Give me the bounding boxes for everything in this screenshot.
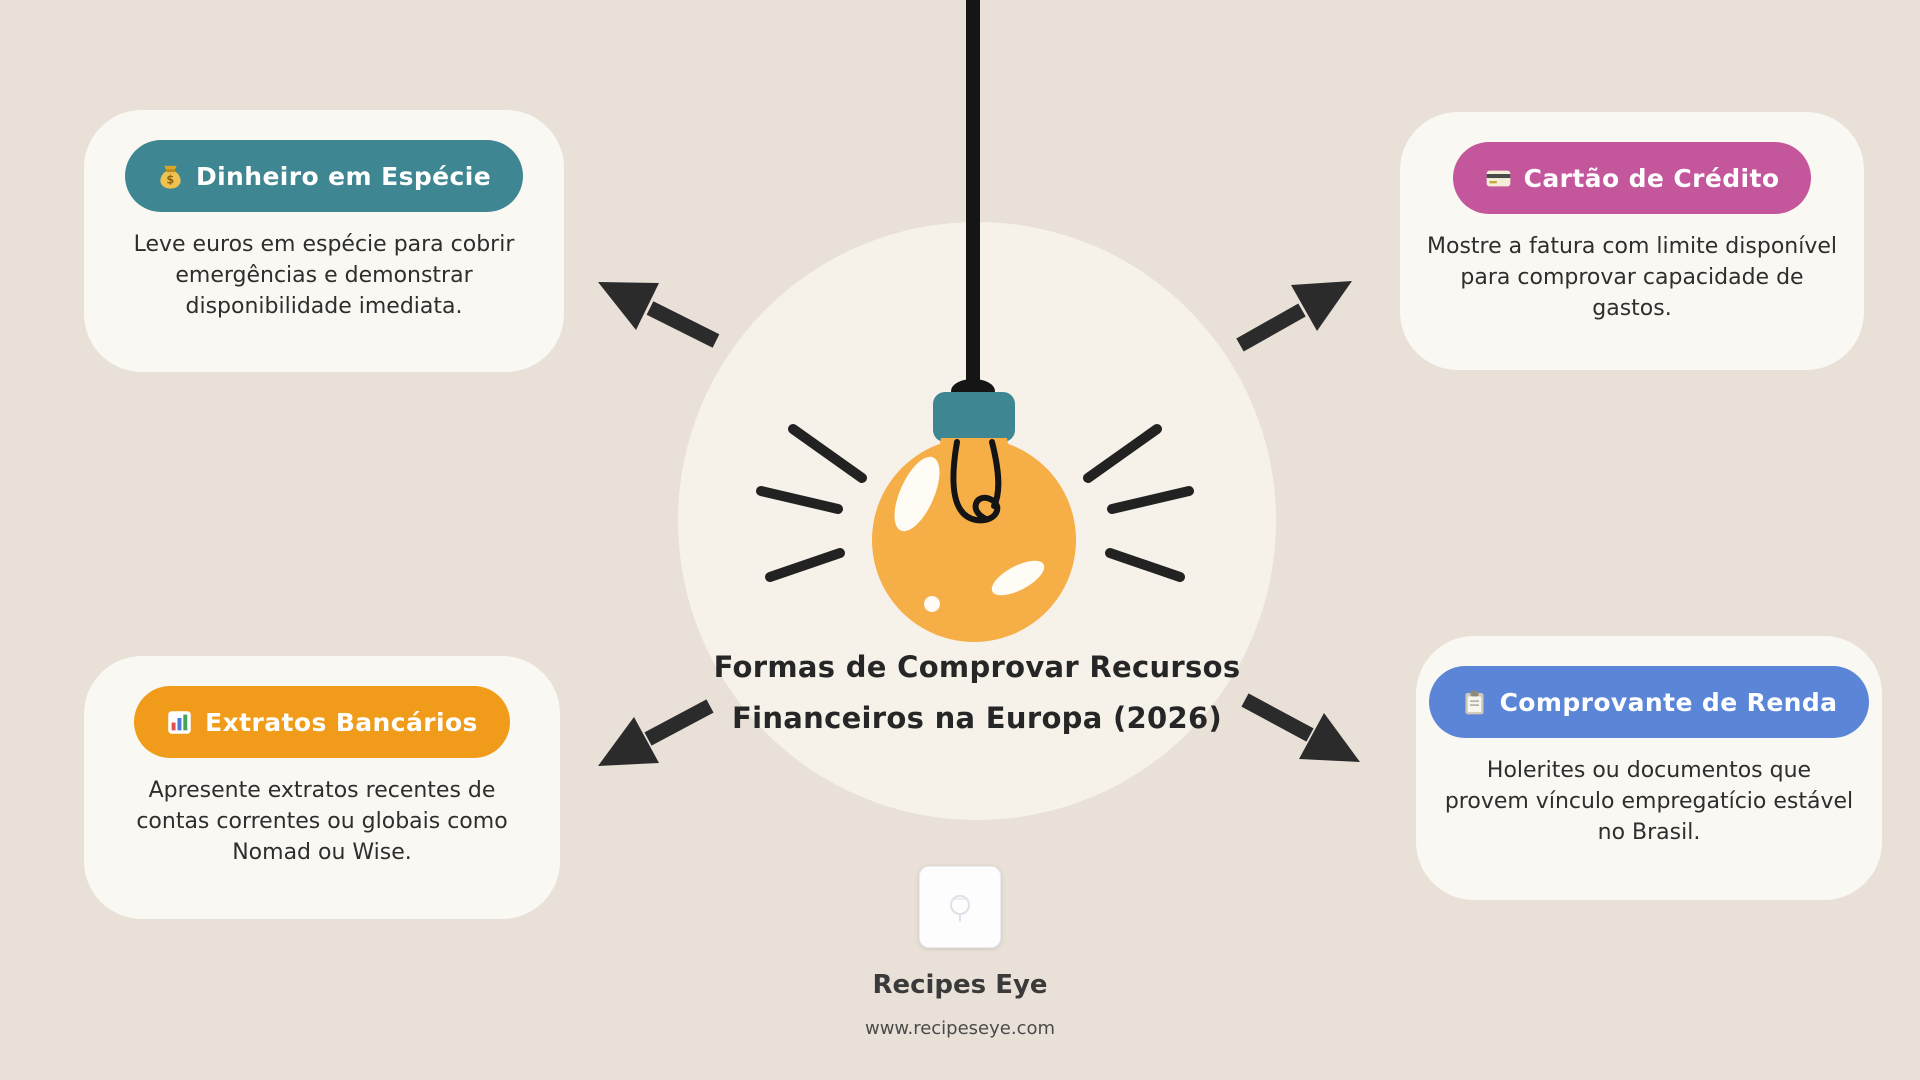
brand-name: Recipes Eye xyxy=(872,970,1048,1000)
card-description: Holerites ou documentos que provem víncu… xyxy=(1444,758,1854,845)
card-title: Dinheiro em Espécie xyxy=(195,161,492,191)
card-cartao-de-credito: Cartão de Crédito Mostre a fatura com li… xyxy=(1400,112,1864,370)
card-extratos-bancarios: Extratos Bancários Apresente extratos re… xyxy=(84,656,560,919)
card-header-pill: Comprovante de Renda xyxy=(1428,666,1870,738)
card-header-pill: Extratos Bancários xyxy=(134,686,510,758)
card-dinheiro-em-especie: $ Dinheiro em Espécie Leve euros em espé… xyxy=(84,110,564,372)
brand-logo xyxy=(919,866,1001,948)
card-description: Leve euros em espécie para cobrir emergê… xyxy=(133,232,515,319)
card-header-pill: $ Dinheiro em Espécie xyxy=(124,140,524,212)
card-description: Apresente extratos recentes de contas co… xyxy=(136,778,508,865)
footer: Recipes Eye www.recipeseye.com xyxy=(710,866,1210,1039)
credit-card-icon xyxy=(1485,165,1512,192)
brand-website: www.recipeseye.com xyxy=(864,1018,1056,1039)
arrow-to-top-left-icon xyxy=(598,282,720,348)
card-title: Cartão de Crédito xyxy=(1523,163,1780,193)
arrow-to-top-right-icon xyxy=(1236,281,1352,352)
card-title: Comprovante de Renda xyxy=(1499,687,1838,717)
brand-logo-glyph-icon xyxy=(950,895,970,922)
svg-text:$: $ xyxy=(166,173,174,186)
card-description: Mostre a fatura com limite disponível pa… xyxy=(1427,234,1837,321)
center-title: Formas de Comprovar Recursos Financeiros… xyxy=(678,650,1276,752)
money-bag-icon: $ xyxy=(157,163,184,190)
title-line-2: Financeiros na Europa (2026) xyxy=(731,701,1223,735)
clipboard-icon xyxy=(1461,689,1488,716)
bar-chart-icon xyxy=(166,709,193,736)
title-line-1: Formas de Comprovar Recursos xyxy=(713,650,1241,684)
card-header-pill: Cartão de Crédito xyxy=(1452,142,1812,214)
card-comprovante-de-renda: Comprovante de Renda Holerites ou docume… xyxy=(1416,636,1882,900)
card-title: Extratos Bancários xyxy=(205,707,478,737)
